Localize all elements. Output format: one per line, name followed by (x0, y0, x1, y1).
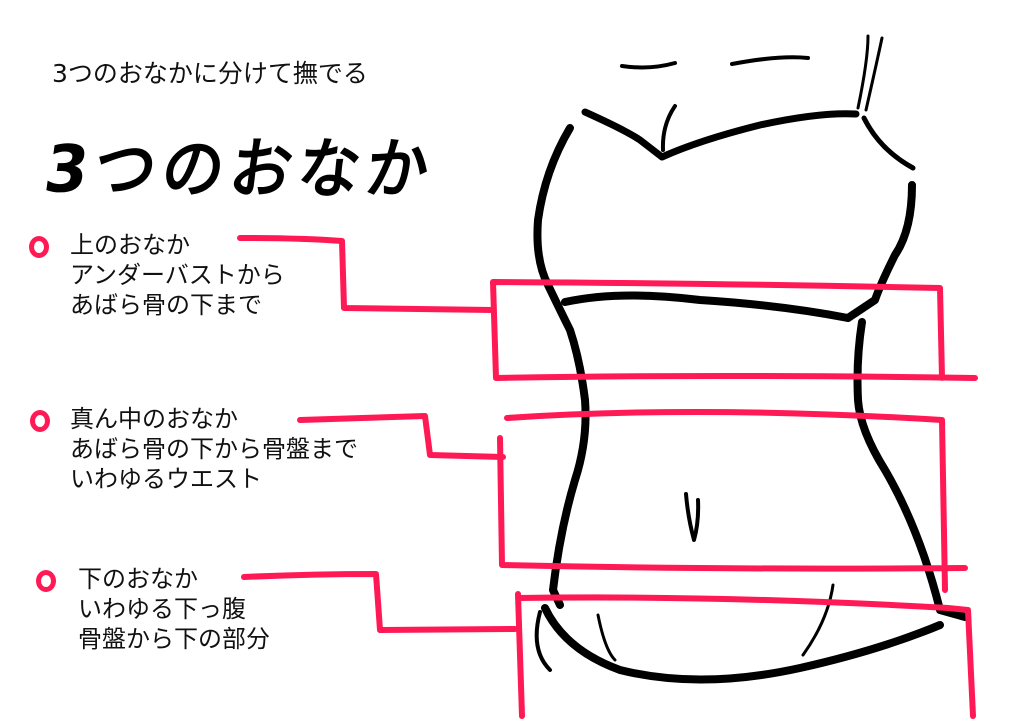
section-line: いわゆる下っ腹 (78, 595, 246, 623)
section-line: 骨盤から下の部分 (78, 625, 270, 653)
section-line: あばら骨の下まで (70, 291, 262, 319)
upper-connector (237, 235, 496, 313)
section-heading: 上のおなか (70, 231, 190, 259)
armpit-right (861, 115, 916, 171)
upper-region-box (490, 279, 978, 381)
navel (684, 492, 701, 542)
section-line: いわゆるウエスト (70, 465, 262, 493)
bra-top (581, 108, 860, 161)
crease-right (801, 583, 835, 657)
collarbone-left (620, 61, 677, 70)
lower-connector (241, 571, 518, 633)
red-circle-icon (29, 236, 49, 258)
section-middle: 真ん中のおなか あばら骨の下から骨盤まで いわゆるウエスト (70, 404, 358, 494)
subtitle: 3つのおなかに分けて撫でる (52, 59, 368, 88)
left-side-upper (533, 124, 590, 609)
middle-connector (297, 413, 506, 460)
cleavage (660, 104, 677, 152)
middle-region-box (497, 408, 968, 593)
page-title: 3つのおなか (39, 130, 440, 208)
section-line: アンダーバストから (70, 261, 285, 289)
section-lower: 下のおなか いわゆる下っ腹 骨盤から下の部分 (78, 564, 270, 654)
belly-bottom (541, 604, 944, 684)
section-line: あばら骨の下から骨盤まで (70, 435, 358, 463)
crease-left (596, 613, 617, 662)
red-circle-icon (30, 410, 50, 432)
hip-left (534, 610, 552, 672)
collarbone-right (730, 55, 810, 66)
red-circle-icon (36, 570, 56, 592)
section-heading: 真ん中のおなか (70, 405, 238, 433)
strap2 (864, 36, 884, 112)
section-heading: 下のおなか (78, 565, 198, 593)
right-side-upper (844, 181, 916, 322)
section-upper: 上のおなか アンダーバストから あばら骨の下まで (70, 230, 285, 320)
right-side-waist (853, 318, 969, 621)
strap (856, 34, 870, 110)
lower-region-box (515, 591, 976, 719)
underbust (561, 291, 852, 322)
